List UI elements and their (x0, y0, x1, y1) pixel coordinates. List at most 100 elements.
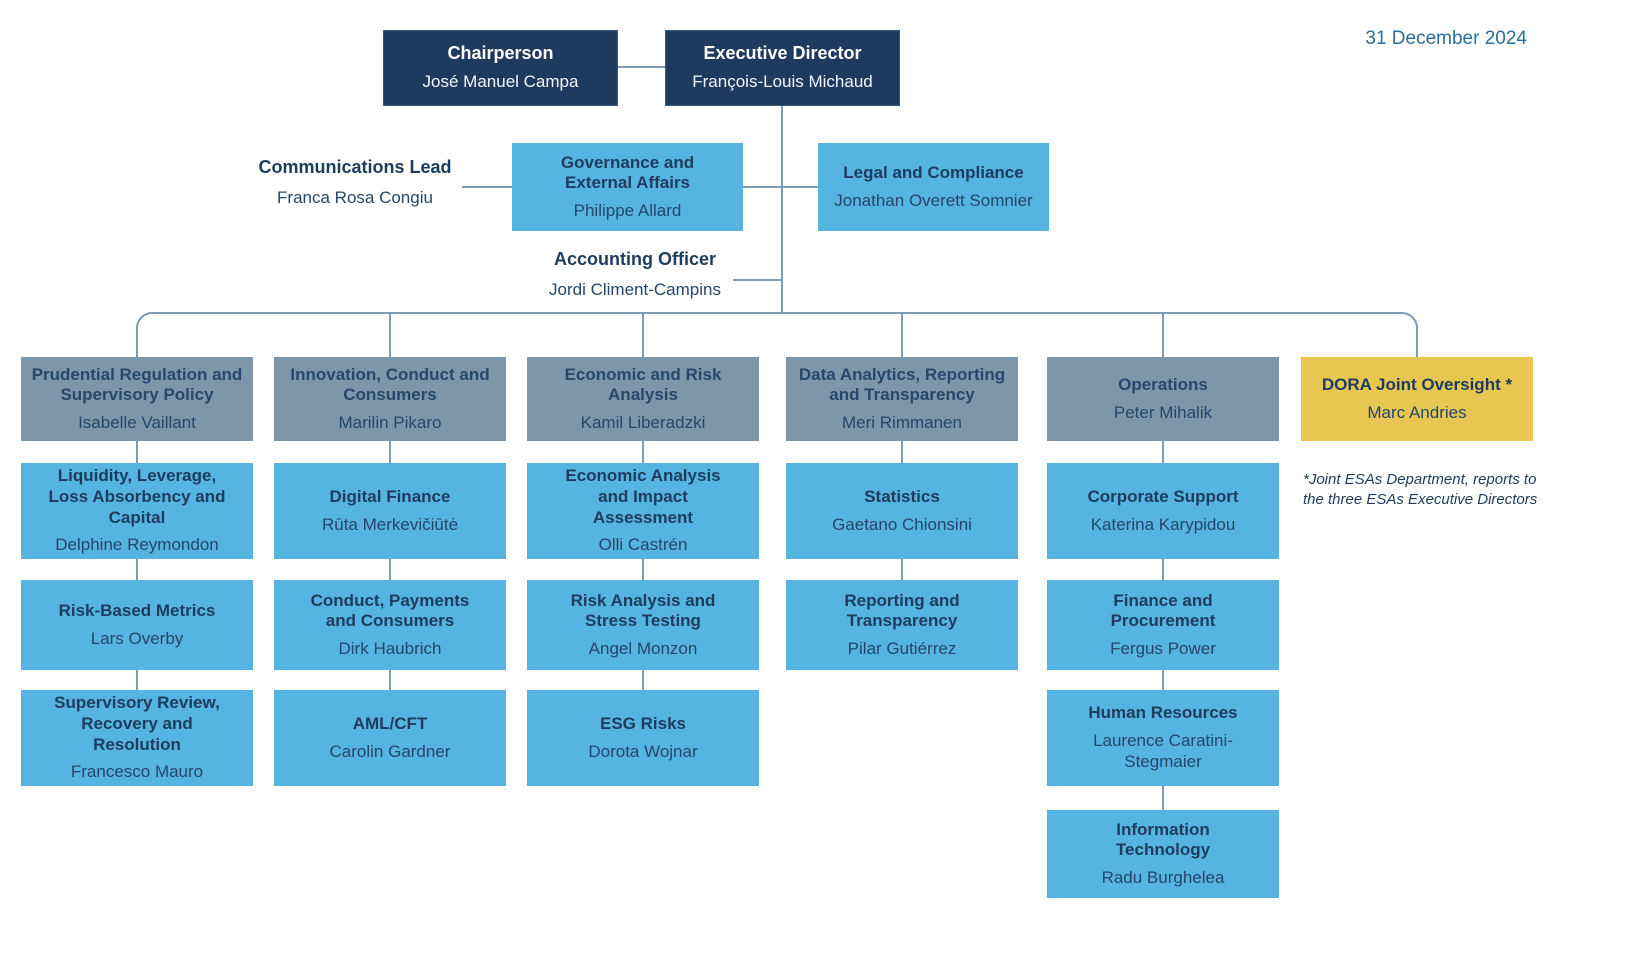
unit-title: Supervisory Review, Recovery and Resolut… (54, 693, 220, 754)
dept-title: DORA Joint Oversight * (1321, 375, 1513, 394)
connector-line (136, 559, 138, 580)
unit-title: Human Resources (1088, 703, 1238, 723)
unit-name: Rūta Merkevičiūtė (321, 514, 459, 534)
connector-line (642, 441, 644, 463)
unit-name: Katerina Karypidou (1090, 514, 1236, 534)
connector-drop-data-analytics (901, 313, 903, 357)
dept-head-economic-risk: Economic and Risk Analysis Kamil Liberad… (527, 357, 759, 441)
unit-title: Digital Finance (329, 487, 451, 506)
unit-human-resources: Human Resources Laurence Caratini-Stegma… (1047, 690, 1279, 786)
unit-aml-cft: AML/CFT Carolin Gardner (274, 690, 506, 786)
governance-title: Governance and External Affairs (560, 152, 695, 193)
unit-name: Lars Overby (90, 628, 184, 648)
executive-director-title: Executive Director (703, 43, 862, 64)
unit-title: Risk-Based Metrics (58, 601, 216, 620)
governance-box: Governance and External Affairs Philippe… (512, 143, 743, 231)
date-label: 31 December 2024 (1365, 28, 1527, 49)
connector-drop-economic (642, 313, 644, 357)
connector-line (1162, 559, 1164, 580)
connector-line (901, 559, 903, 580)
legal-compliance-name: Jonathan Overett Somnier (834, 190, 1033, 210)
chairperson-box: Chairperson José Manuel Campa (383, 30, 618, 106)
executive-director-box: Executive Director François-Louis Michau… (665, 30, 900, 106)
dept-head-operations: Operations Peter Mihalik (1047, 357, 1279, 441)
connector-line (136, 670, 138, 690)
unit-title: Risk Analysis and Stress Testing (570, 590, 716, 631)
dept-head-data-analytics: Data Analytics, Reporting and Transparen… (786, 357, 1018, 441)
governance-name: Philippe Allard (573, 201, 682, 221)
unit-name: Angel Monzon (588, 639, 698, 659)
connector-line (901, 441, 903, 463)
dept-head-name: Kamil Liberadzki (580, 413, 706, 433)
unit-title: Finance and Procurement (1110, 590, 1216, 631)
dept-head-dora: DORA Joint Oversight * Marc Andries (1301, 357, 1533, 441)
connector-line (642, 670, 644, 690)
unit-statistics: Statistics Gaetano Chionsini (786, 463, 1018, 559)
chairperson-name: José Manuel Campa (422, 72, 579, 92)
unit-information-technology: Information Technology Radu Burghelea (1047, 810, 1279, 898)
connector-line (389, 441, 391, 463)
communications-lead-name: Franca Rosa Congiu (277, 187, 433, 207)
unit-title: Corporate Support (1087, 487, 1239, 506)
unit-title: Liquidity, Leverage, Loss Absorbency and… (48, 466, 226, 527)
footnote: *Joint ESAs Department, reports to the t… (1303, 471, 1538, 509)
dept-title: Economic and Risk Analysis (564, 364, 722, 405)
dept-head-name: Marc Andries (1367, 402, 1467, 422)
unit-title: Reporting and Transparency (844, 590, 960, 631)
unit-finance-procurement: Finance and Procurement Fergus Power (1047, 580, 1279, 670)
connector-drop-operations (1162, 313, 1164, 357)
connector-line (389, 559, 391, 580)
connector-line (1162, 670, 1164, 690)
chairperson-title: Chairperson (447, 43, 554, 64)
legal-compliance-box: Legal and Compliance Jonathan Overett So… (818, 143, 1049, 231)
dept-title: Prudential Regulation and Supervisory Po… (31, 364, 243, 405)
unit-title: AML/CFT (352, 714, 428, 733)
dept-head-innovation: Innovation, Conduct and Consumers Marili… (274, 357, 506, 441)
dept-head-name: Isabelle Vaillant (78, 413, 196, 433)
dept-title: Innovation, Conduct and Consumers (290, 364, 490, 405)
unit-name: Dirk Haubrich (338, 639, 442, 659)
unit-esg-risks: ESG Risks Dorota Wojnar (527, 690, 759, 786)
dept-title: Data Analytics, Reporting and Transparen… (798, 364, 1006, 405)
unit-reporting-transparency: Reporting and Transparency Pilar Gutiérr… (786, 580, 1018, 670)
connector-line (136, 441, 138, 463)
unit-name: Pilar Gutiérrez (847, 639, 957, 659)
accounting-officer-title: Accounting Officer (553, 249, 716, 269)
unit-digital-finance: Digital Finance Rūta Merkevičiūtė (274, 463, 506, 559)
unit-name: Dorota Wojnar (588, 741, 698, 761)
unit-name: Carolin Gardner (329, 741, 451, 761)
unit-title: Conduct, Payments and Consumers (310, 590, 470, 631)
connector-line (389, 670, 391, 690)
unit-supervisory-review: Supervisory Review, Recovery and Resolut… (21, 690, 253, 786)
unit-name: Radu Burghelea (1101, 868, 1225, 888)
unit-name: Fergus Power (1110, 639, 1216, 659)
unit-corporate-support: Corporate Support Katerina Karypidou (1047, 463, 1279, 559)
communications-lead-label: Communications Lead Franca Rosa Congiu (238, 157, 472, 208)
accounting-officer-name: Jordi Climent-Campins (549, 279, 721, 299)
connector-accounting-exec (733, 279, 781, 281)
connector-line (642, 559, 644, 580)
connector-exec-trunk (781, 106, 783, 313)
dept-head-name: Marilin Pikaro (338, 413, 442, 433)
unit-economic-analysis: Economic Analysis and Impact Assessment … (527, 463, 759, 559)
dept-head-name: Peter Mihalik (1113, 402, 1213, 422)
unit-title: Information Technology (1115, 819, 1211, 860)
unit-name: Gaetano Chionsini (832, 514, 972, 534)
legal-compliance-title: Legal and Compliance (843, 163, 1024, 182)
unit-liquidity: Liquidity, Leverage, Loss Absorbency and… (21, 463, 253, 559)
unit-name: Laurence Caratini-Stegmaier (1093, 731, 1233, 772)
dept-head-name: Meri Rimmanen (842, 413, 962, 433)
connector-governance-legal (743, 186, 818, 188)
unit-title: Economic Analysis and Impact Assessment (565, 466, 721, 527)
connector-trunk (136, 312, 1418, 357)
unit-name: Francesco Mauro (70, 762, 204, 782)
connector-comms-governance (462, 186, 512, 188)
connector-chair-exec (618, 66, 665, 68)
connector-drop-innovation (389, 313, 391, 357)
connector-line (1162, 441, 1164, 463)
unit-risk-analysis-stress: Risk Analysis and Stress Testing Angel M… (527, 580, 759, 670)
executive-director-name: François-Louis Michaud (692, 72, 873, 92)
connector-line (1162, 786, 1164, 810)
unit-risk-based-metrics: Risk-Based Metrics Lars Overby (21, 580, 253, 670)
